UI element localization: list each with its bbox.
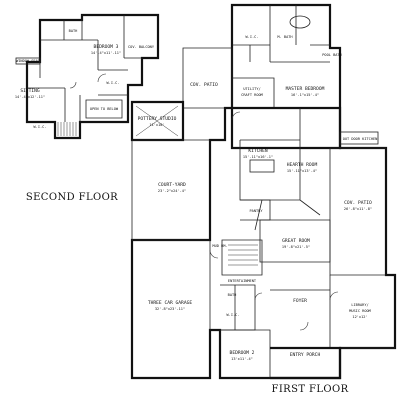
kitchen-label: KITCHEN [248, 148, 268, 154]
master-bedroom-dims: 16'-1"x15'-4" [291, 93, 319, 97]
cov-patio-right-dims: 26'-8"x11'-8" [344, 207, 372, 211]
great-room-dims: 19'-8"x21'-5" [282, 245, 310, 249]
cov-balcony-label: COV. BALCONY [128, 45, 155, 49]
bath-lower-label: BATH [228, 293, 237, 297]
wic-center-second: W.I.C. [107, 81, 120, 85]
library-label: LIBRARY/ [351, 303, 368, 307]
sitting-dims: 14'-4"x12'-11" [15, 95, 45, 99]
pottery-studio-dims: 11'x10' [149, 123, 164, 127]
master-bedroom-label: MASTER BEDROOM [286, 86, 325, 92]
foyer-label: FOYER [293, 298, 307, 304]
music-room-label: MUSIC ROOM [349, 309, 371, 313]
bath-label-second: BATH [69, 29, 78, 33]
bedroom2-label: BEDROOM 2 [230, 350, 255, 356]
pottery-studio-label: POTTERY STUDIO [138, 116, 177, 122]
window-seat-label: WINDOW SEAT [16, 59, 41, 63]
hearth-room-dims: 15'-11"x13'-4" [287, 169, 317, 173]
cov-patio-top-label: COV. PATIO [190, 82, 218, 88]
entertainment-label: ENTERTAINMENT [228, 279, 257, 283]
great-room-label: GREAT ROOM [282, 238, 310, 244]
courtyard-label: COURT-YARD [158, 182, 186, 188]
library-dims: 12'x12' [352, 315, 367, 319]
entry-porch-label: ENTRY PORCH [290, 352, 321, 358]
kitchen-dims: 15'-11"x16'-1" [243, 155, 273, 159]
second-floor-plan: BATH BEDROOM 3 14'-4"x11'-11" COV. BALCO… [15, 13, 160, 203]
hearth-room-label: HEARTH ROOM [287, 162, 318, 168]
wic-master-label: W.I.C. [246, 35, 259, 39]
garage-dims: 32'-8"x23'-11" [155, 307, 185, 311]
bedroom3-label: BEDROOM 3 [94, 44, 119, 50]
outdoor-kitchen-label: OUT DOOR KITCHEN [343, 137, 378, 141]
cov-patio-right-label: COV. PATIO [344, 200, 372, 206]
pantry-label: PANTRY [250, 209, 264, 213]
first-floor-plan: W.I.C. M. BATH POOL BATH COV. PATIO UTIL… [130, 3, 397, 395]
bedroom2-dims: 13'x11'-4" [231, 357, 253, 361]
garage-label: THREE CAR GARAGE [148, 300, 192, 306]
first-floor-title: FIRST FLOOR [271, 384, 348, 395]
m-bath-label: M. BATH [277, 35, 292, 39]
craft-room-label: CRAFT ROOM [241, 93, 263, 97]
pool-bath-label: POOL BATH [322, 53, 341, 57]
open-to-below-label: OPEN TO BELOW [90, 107, 119, 111]
bedroom3-dims: 14'-4"x11'-11" [91, 51, 121, 55]
mud-room-label: MUD RM. [212, 244, 227, 248]
sitting-label: SITTING [20, 88, 40, 94]
wic-left-second: W.I.C. [34, 125, 47, 129]
second-floor-title: SECOND FLOOR [26, 192, 118, 203]
courtyard-dims: 23'-2"x24'-4" [158, 189, 186, 193]
wic-lower-label: W.I.C. [227, 313, 240, 317]
utility-label: UTILITY/ [243, 87, 260, 91]
